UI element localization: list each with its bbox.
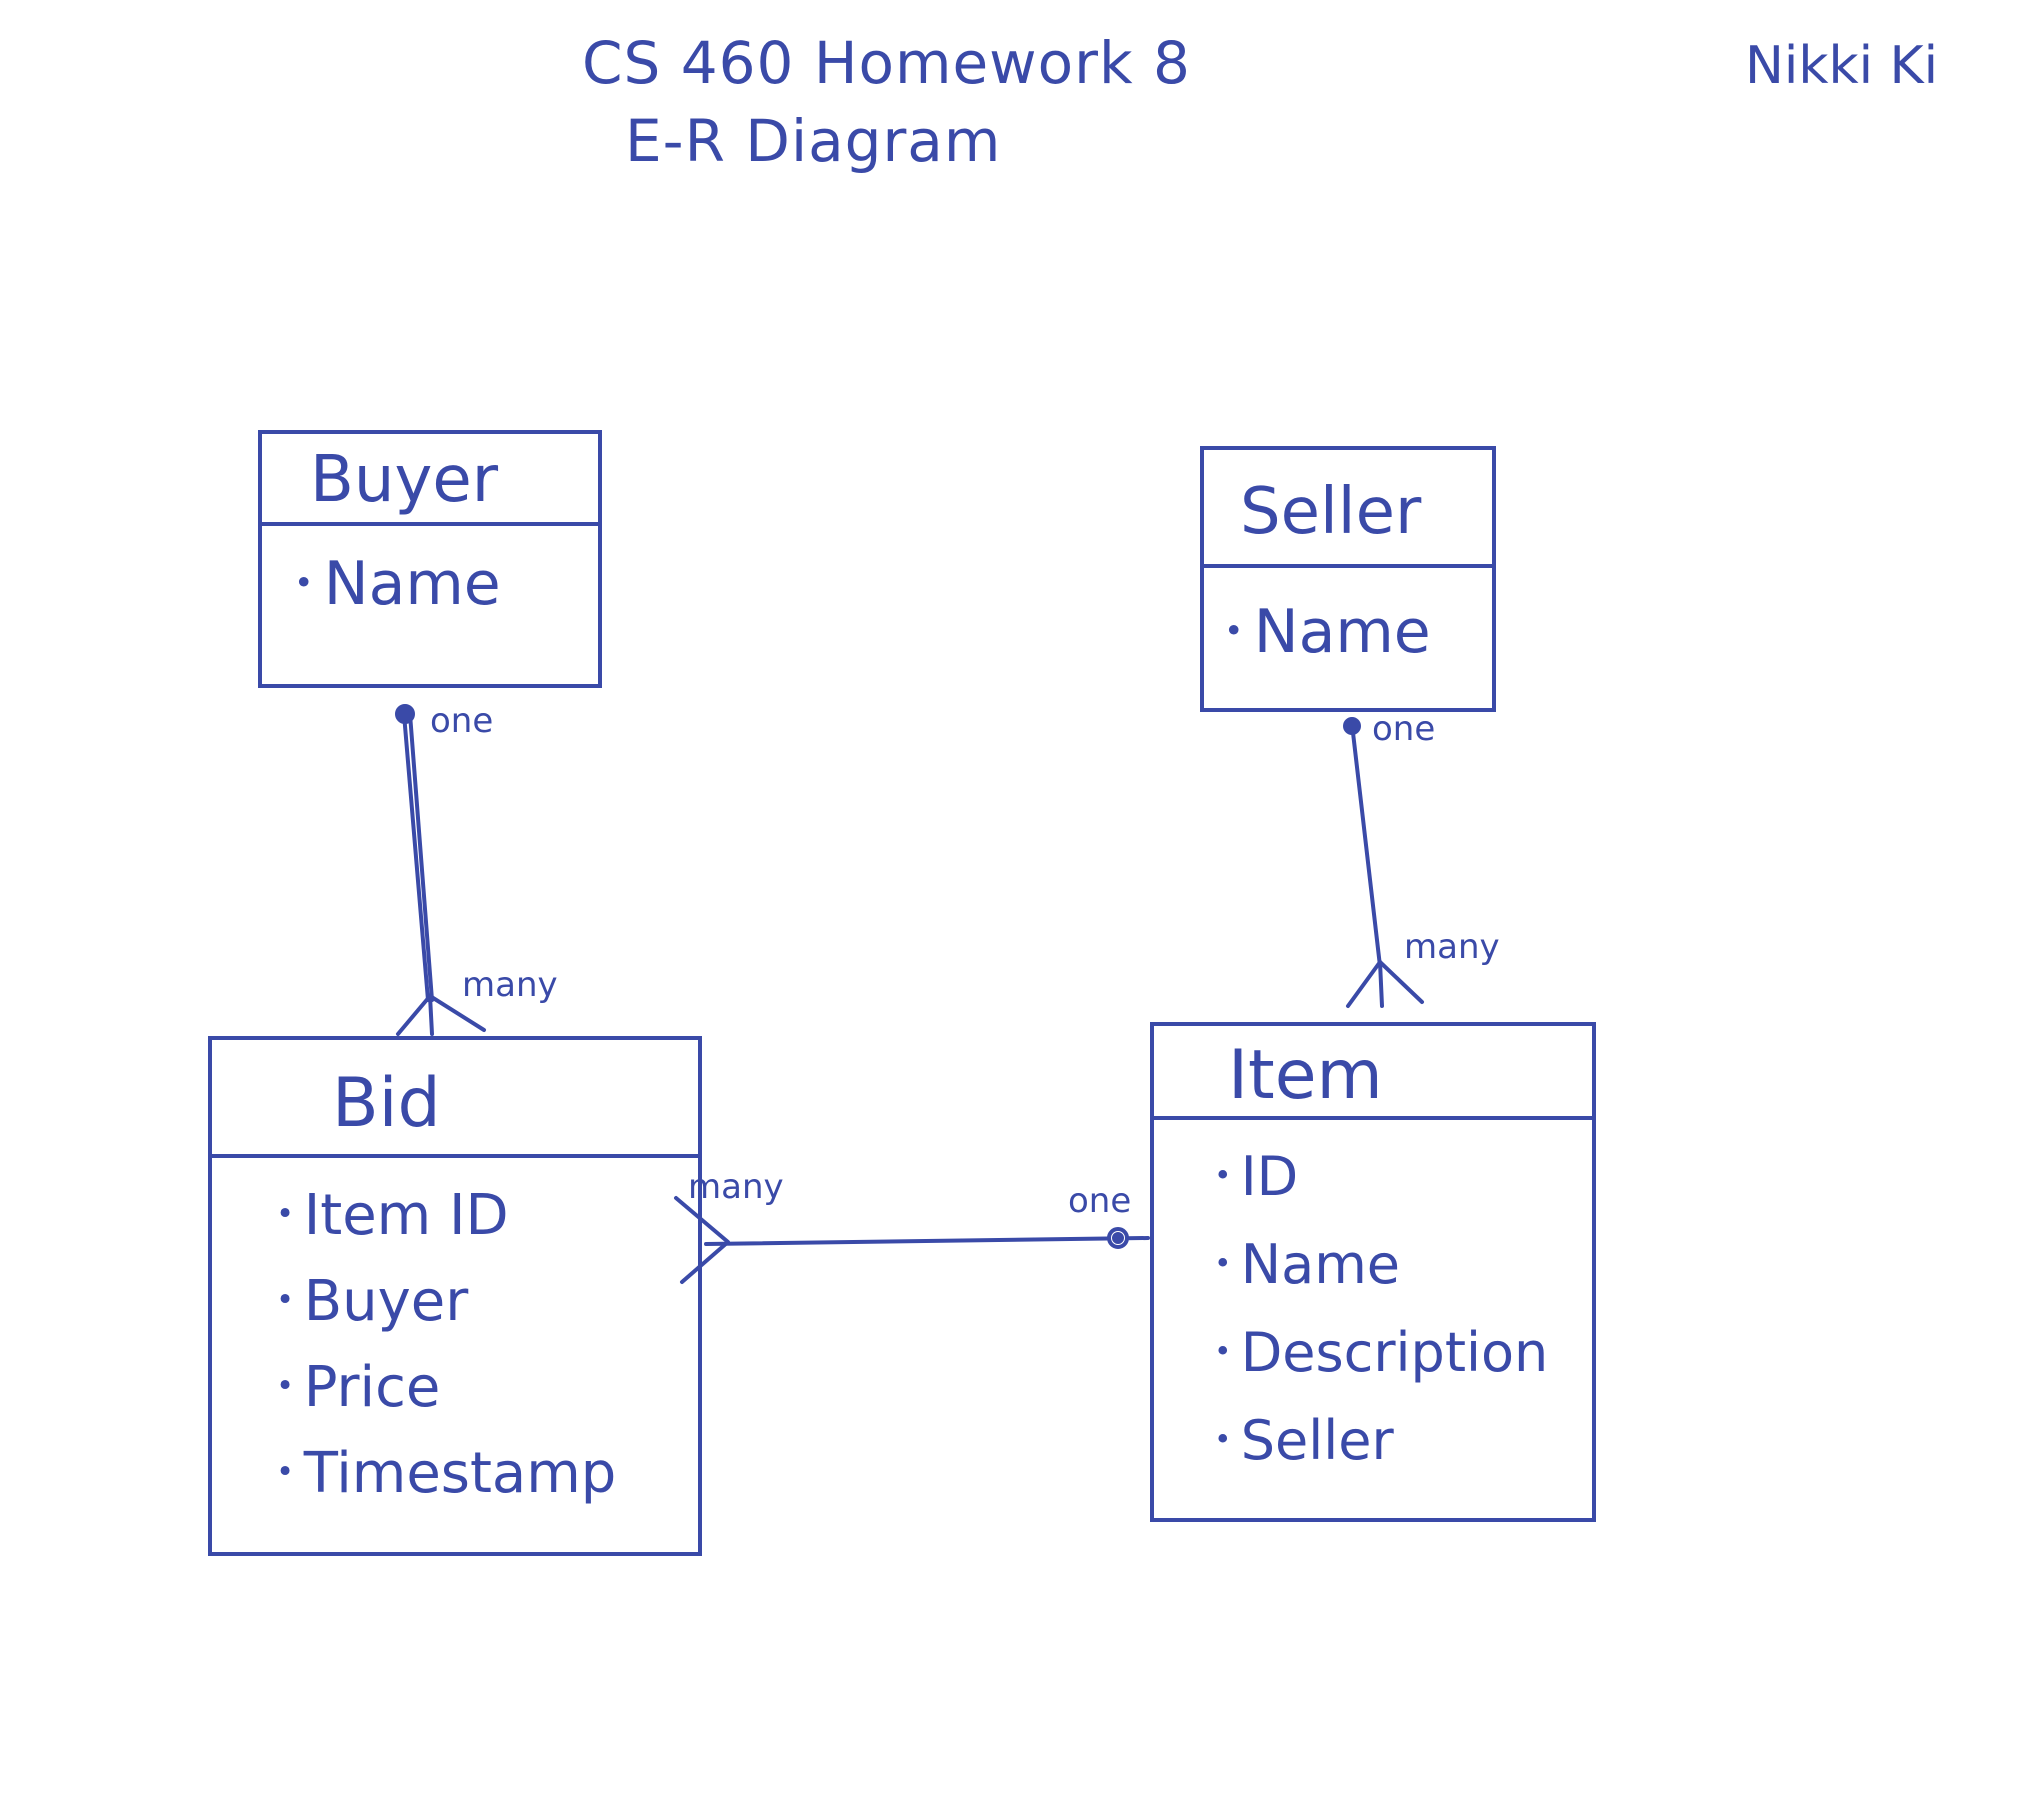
cardinality-bid-many: many [462, 965, 558, 1005]
cardinality-item-many: many [1404, 927, 1500, 967]
attribute: Description [1214, 1326, 1592, 1380]
entity-item-name: Item [1154, 1026, 1592, 1120]
seller-item-line [1350, 722, 1382, 968]
buyer-bid-line [402, 712, 430, 1002]
buyer-one-marker [395, 704, 415, 724]
attribute: Price [276, 1360, 698, 1416]
buyer-bid-line-double [408, 712, 434, 1002]
title-line-1: CS 460 Homework 8 [582, 29, 1191, 97]
cardinality-item-one-left: one [1068, 1181, 1132, 1221]
entity-buyer: Buyer Name [258, 430, 602, 688]
entity-seller-attributes: Name [1204, 602, 1492, 662]
cardinality-bid-many-right: many [688, 1167, 784, 1207]
entity-buyer-name: Buyer [262, 434, 598, 526]
attribute: Item ID [276, 1188, 698, 1244]
entity-item: Item ID Name Description Seller [1150, 1022, 1596, 1522]
item-crows-foot-top [1346, 960, 1424, 1008]
entity-bid-attributes: Item ID Buyer Price Timestamp [212, 1188, 698, 1532]
item-crows-foot-top-center [1378, 960, 1384, 1008]
author-name: Nikki Ki [1745, 36, 1939, 96]
attribute: ID [1214, 1150, 1592, 1204]
bid-crows-foot-top-center [428, 994, 434, 1036]
bid-item-line [704, 1236, 1150, 1246]
entity-seller-name: Seller [1204, 450, 1492, 568]
cardinality-buyer-one: one [430, 701, 494, 741]
title-line-2: E-R Diagram [625, 107, 1002, 175]
entity-item-attributes: ID Name Description Seller [1154, 1150, 1592, 1502]
entity-bid: Bid Item ID Buyer Price Timestamp [208, 1036, 702, 1556]
entity-buyer-attributes: Name [262, 554, 598, 614]
attribute: Name [1214, 1238, 1592, 1292]
attribute: Timestamp [276, 1446, 698, 1502]
attribute: Buyer [276, 1274, 698, 1330]
seller-one-marker [1343, 717, 1361, 735]
attribute: Seller [1214, 1414, 1592, 1468]
entity-bid-name: Bid [212, 1040, 698, 1158]
entity-seller: Seller Name [1200, 446, 1496, 712]
attribute: Name [1224, 602, 1492, 662]
item-one-marker-dot [1112, 1232, 1124, 1244]
attribute: Name [294, 554, 598, 614]
cardinality-seller-one: one [1372, 709, 1436, 749]
